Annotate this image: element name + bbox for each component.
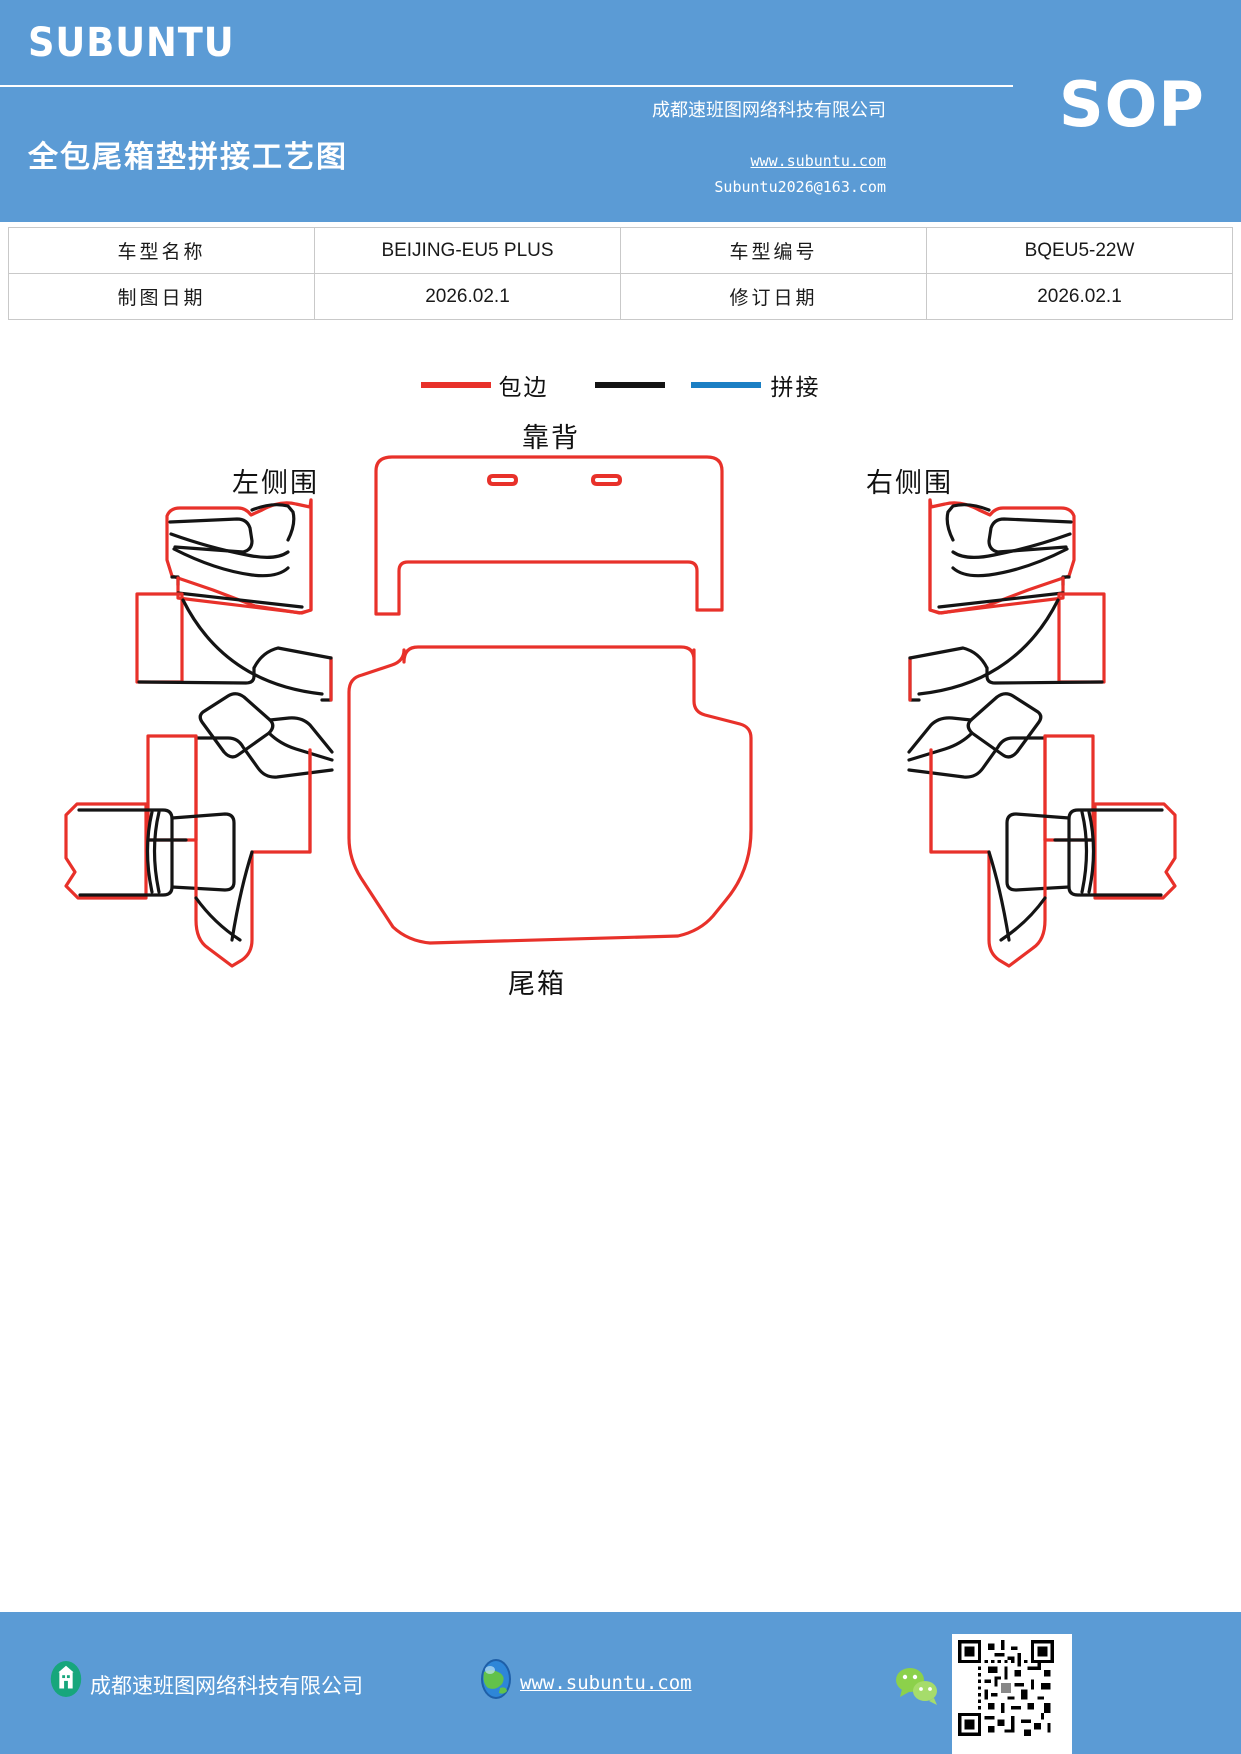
- building-icon: [50, 1660, 82, 1698]
- legend-swatch-red-icon: [420, 382, 491, 388]
- sop-badge: SOP: [1059, 68, 1205, 141]
- page-title: 全包尾箱垫拼接工艺图: [28, 140, 348, 175]
- part-backrest: [374, 455, 724, 616]
- footer-company-name: 成都速班图网络科技有限公司: [90, 1675, 363, 1698]
- table-row: 车型名称 BEIJING-EU5 PLUS 车型编号 BQEU5-22W: [8, 227, 1233, 274]
- legend-item-binding: 包边: [420, 368, 595, 402]
- legend-item-seam: 拼接: [594, 368, 821, 402]
- cell-revise-date-value: 2026.02.1: [926, 273, 1233, 320]
- header-company-name: 成都速班图网络科技有限公司: [652, 100, 886, 120]
- vehicle-info-table: 车型名称 BEIJING-EU5 PLUS 车型编号 BQEU5-22W 制图日…: [8, 227, 1233, 320]
- cell-model-name-label: 车型名称: [8, 227, 315, 274]
- cell-model-code-value: BQEU5-22W: [926, 227, 1233, 274]
- part-left-side-panel: [64, 498, 334, 968]
- cell-draw-date-label: 制图日期: [8, 273, 315, 320]
- legend-label-seam: 拼接: [770, 374, 821, 400]
- legend-swatch-black-icon: [594, 382, 665, 388]
- backrest-slot-right-icon: [591, 474, 622, 486]
- label-right-side: 右侧围: [866, 468, 953, 499]
- header-website-link[interactable]: www.subuntu.com: [750, 152, 886, 170]
- part-trunk-floor: [347, 645, 753, 945]
- globe-icon: [481, 1659, 511, 1699]
- footer-website-link[interactable]: www.subuntu.com: [520, 1672, 692, 1694]
- technical-drawing: 左侧围 靠背 右侧围 尾箱: [0, 400, 1241, 1120]
- brand-logo: SUBUNTU: [28, 20, 235, 66]
- backrest-slot-left-icon: [487, 474, 518, 486]
- legend: 包边 拼接: [0, 360, 1241, 410]
- part-right-side-panel: [907, 498, 1177, 968]
- label-trunk: 尾箱: [508, 969, 566, 1000]
- cell-model-name-value: BEIJING-EU5 PLUS: [314, 227, 621, 274]
- legend-label-binding: 包边: [498, 374, 549, 400]
- header-email: Subuntu2026@163.com: [714, 178, 886, 196]
- label-left-side: 左侧围: [232, 468, 319, 499]
- qr-code: [952, 1634, 1072, 1754]
- page-header: SUBUNTU 全包尾箱垫拼接工艺图 成都速班图网络科技有限公司 www.sub…: [0, 0, 1241, 222]
- legend-swatch-blue-icon: [690, 382, 761, 388]
- wechat-icon: [896, 1668, 937, 1705]
- cell-revise-date-label: 修订日期: [620, 273, 927, 320]
- cell-model-code-label: 车型编号: [620, 227, 927, 274]
- header-divider: [0, 85, 1013, 87]
- label-backrest: 靠背: [522, 423, 580, 454]
- table-row: 制图日期 2026.02.1 修订日期 2026.02.1: [8, 273, 1233, 320]
- cell-draw-date-value: 2026.02.1: [314, 273, 621, 320]
- page-footer: 成都速班图网络科技有限公司 www.subuntu.com: [0, 1612, 1241, 1754]
